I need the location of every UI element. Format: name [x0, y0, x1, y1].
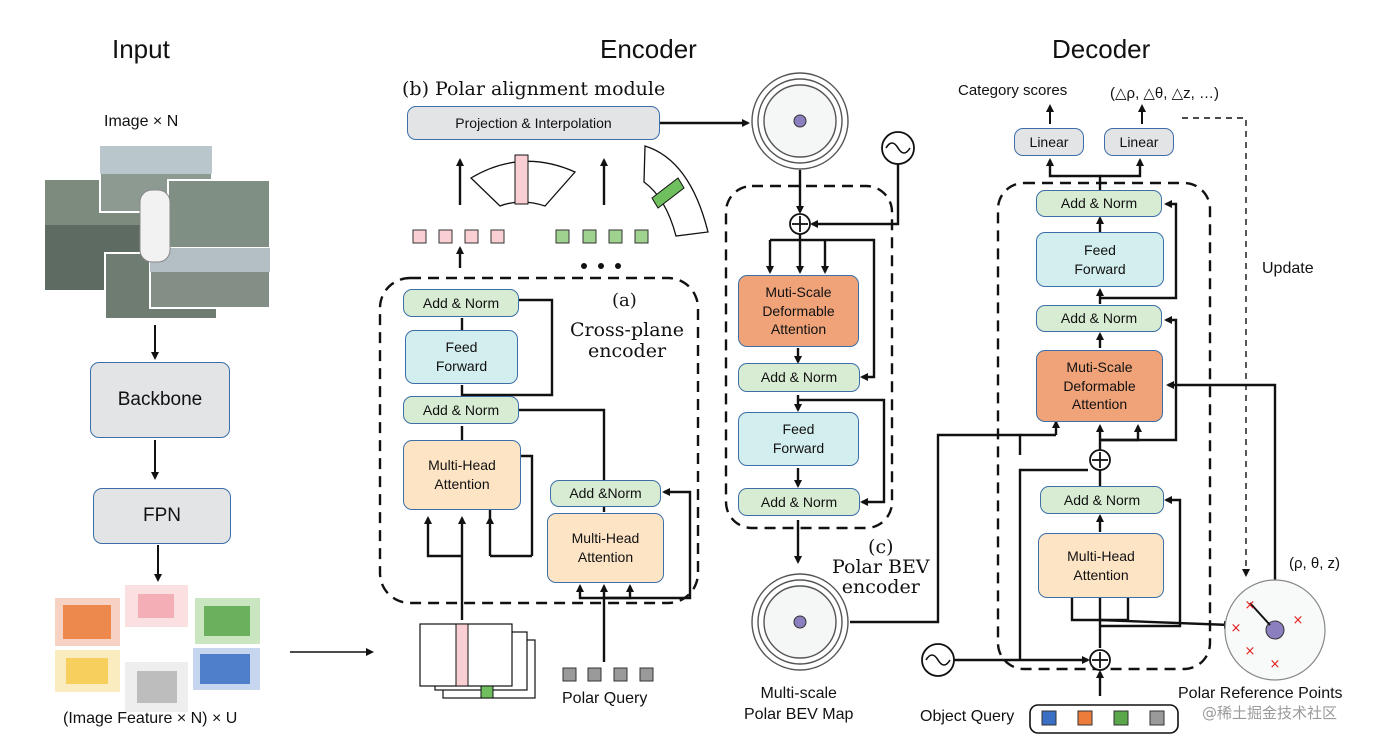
update-label: Update — [1262, 260, 1314, 277]
dec-feed-forward: Feed Forward — [1036, 232, 1164, 287]
cross-mha-left: Multi-Head Attention — [403, 440, 521, 510]
reference-points-map: × × × × × — [1224, 579, 1326, 681]
bev-msda-block: Muti-Scale Deformable Attention — [738, 275, 859, 347]
ref-coords-label: (ρ, θ, z) — [1289, 555, 1341, 572]
dec-add-norm-low: Add & Norm — [1040, 486, 1164, 514]
cross-add-norm-right: Add &Norm — [550, 480, 661, 507]
polar-alignment-title: (b) Polar alignment module — [402, 78, 666, 100]
category-scores-label: Category scores — [958, 82, 1068, 99]
svg-text:×: × — [1245, 644, 1256, 659]
camera-images — [45, 145, 271, 320]
object-query-label: Object Query — [920, 708, 1015, 725]
features-label: (Image Feature × N) × U — [63, 710, 238, 727]
ego-car-icon — [139, 189, 171, 263]
feature-maps — [55, 585, 260, 712]
decoder-header: Decoder — [1052, 34, 1151, 64]
cross-add-norm-top: Add & Norm — [403, 289, 519, 317]
green-tokens — [555, 229, 649, 244]
cross-mha-right: Multi-Head Attention — [547, 513, 664, 583]
svg-text:×: × — [1293, 613, 1304, 628]
svg-text:×: × — [1231, 621, 1242, 636]
polar-bev-title: (c) Polar BEV encoder — [832, 536, 930, 598]
cross-add-norm-mid: Add & Norm — [403, 396, 519, 424]
svg-text:×: × — [1270, 657, 1281, 672]
dec-msda-block: Muti-Scale Deformable Attention — [1036, 350, 1163, 422]
object-query-container — [1029, 704, 1179, 734]
watermark: @稀土掘金技术社区 — [1202, 704, 1338, 722]
cross-plane-dashed-boundary — [378, 276, 700, 605]
bev-dashed-boundary — [724, 184, 894, 530]
image-planes — [419, 623, 536, 699]
polar-query-tokens — [562, 667, 654, 682]
bev-feed-forward: Feed Forward — [738, 412, 859, 466]
linear-right: Linear — [1104, 128, 1174, 156]
pink-tokens — [412, 229, 505, 244]
dec-add-norm-mid: Add & Norm — [1036, 305, 1162, 332]
bev-map-bottom — [751, 573, 849, 671]
projection-block: Projection & Interpolation — [407, 106, 660, 140]
encoder-header: Encoder — [600, 34, 697, 64]
cross-plane-title: Cross-plane encoder — [570, 319, 685, 362]
svg-text:×: × — [1245, 598, 1256, 613]
ellipsis-dots — [581, 263, 621, 269]
input-header: Input — [112, 34, 170, 64]
polar-query-label: Polar Query — [562, 690, 648, 707]
image-label: Image × N — [104, 113, 179, 130]
linear-left: Linear — [1014, 128, 1084, 156]
deltas-label: (△ρ, △θ, △z, …) — [1110, 85, 1219, 102]
dec-mha-block: Multi-Head Attention — [1038, 533, 1164, 598]
ref-points-label: Polar Reference Points — [1178, 685, 1343, 702]
decoder-dashed-boundary — [996, 181, 1212, 671]
backbone-block: Backbone — [90, 362, 230, 438]
bev-map-top — [751, 72, 849, 170]
bev-map-label: Multi-scale Polar BEV Map — [744, 685, 854, 723]
cross-plane-tag: (a) — [612, 290, 637, 311]
bev-add-norm-1: Add & Norm — [738, 363, 860, 392]
cross-feed-forward: Feed Forward — [405, 330, 518, 384]
fpn-block: FPN — [93, 488, 231, 544]
dec-add-norm-top: Add & Norm — [1036, 190, 1162, 217]
bev-add-norm-2: Add & Norm — [738, 488, 860, 516]
